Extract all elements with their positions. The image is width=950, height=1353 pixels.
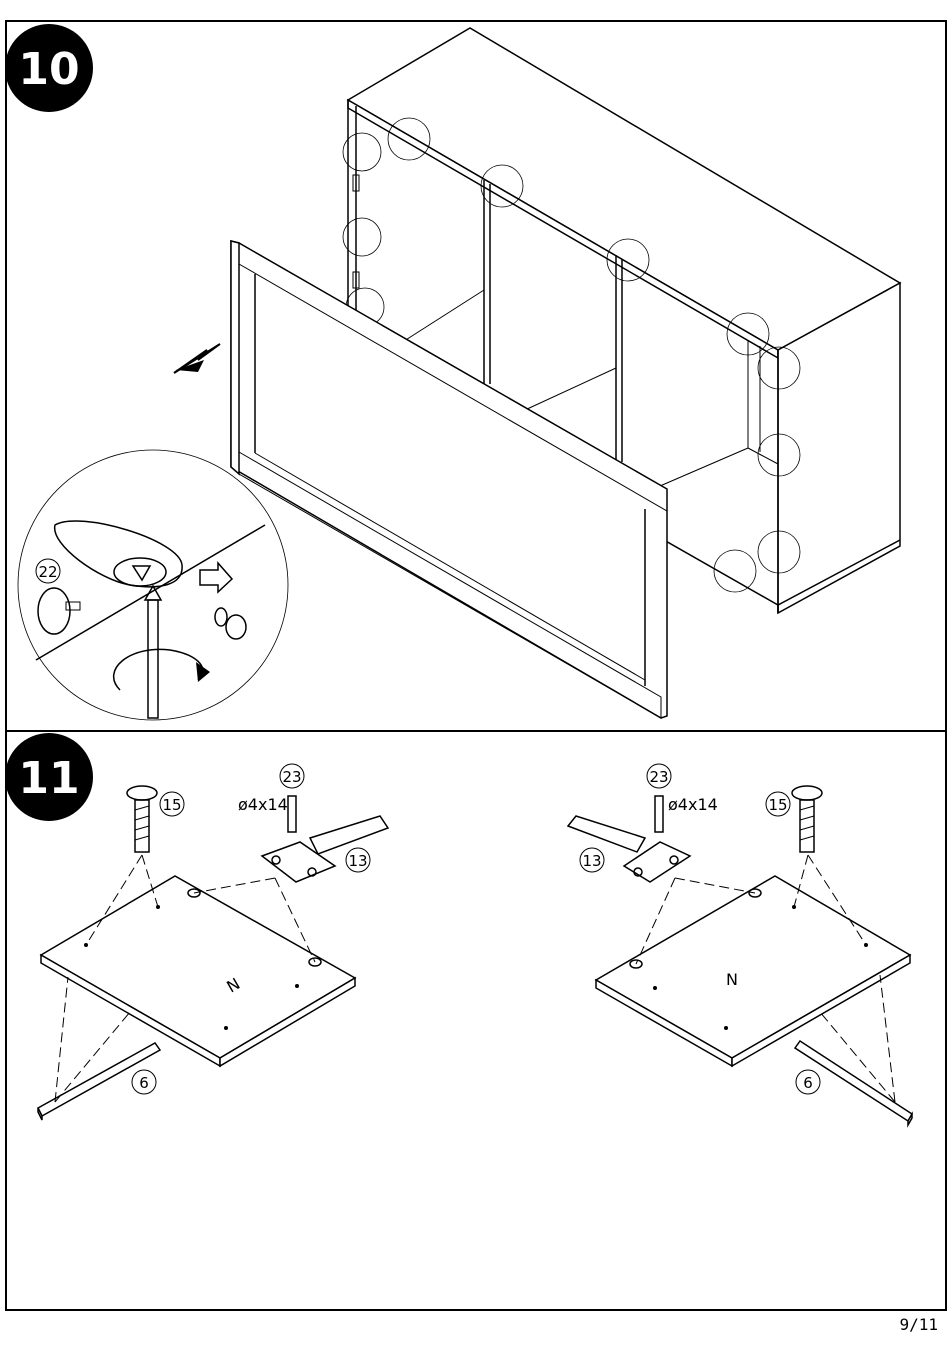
right-door-assembly: N 15 23 ø4x14 13 — [568, 764, 912, 1125]
screw-size-right: ø4x14 — [668, 795, 718, 814]
step-11-number: 11 — [18, 753, 79, 804]
part-6-label-left: 6 — [139, 1074, 149, 1092]
step-10-badge: 10 — [5, 24, 93, 112]
step-11-badge: 11 — [5, 733, 93, 821]
screw-icon-left — [127, 786, 157, 852]
page-number: 9/11 — [899, 1315, 938, 1334]
callout-22: 22 — [36, 559, 60, 583]
arrow-icon — [174, 344, 220, 373]
left-door-assembly: N 15 23 ø4x14 13 — [38, 764, 388, 1120]
part-13-label-left: 13 — [348, 852, 367, 870]
hinge-icon-left — [262, 816, 388, 882]
part-6-label-right: 6 — [803, 1074, 813, 1092]
screw-icon-right — [792, 786, 822, 852]
panel-letter-right: N — [726, 970, 738, 989]
part-23-label-right: 23 — [649, 768, 668, 786]
step-10-number: 10 — [18, 44, 79, 95]
screw-size-left: ø4x14 — [238, 795, 288, 814]
part-22-label: 22 — [38, 563, 57, 581]
part-15-label-left: 15 — [162, 796, 181, 814]
part-23-label-left: 23 — [282, 768, 301, 786]
part-15-label-right: 15 — [768, 796, 787, 814]
part-13-label-right: 13 — [582, 852, 601, 870]
cam-lock-detail: 22 — [18, 450, 288, 720]
